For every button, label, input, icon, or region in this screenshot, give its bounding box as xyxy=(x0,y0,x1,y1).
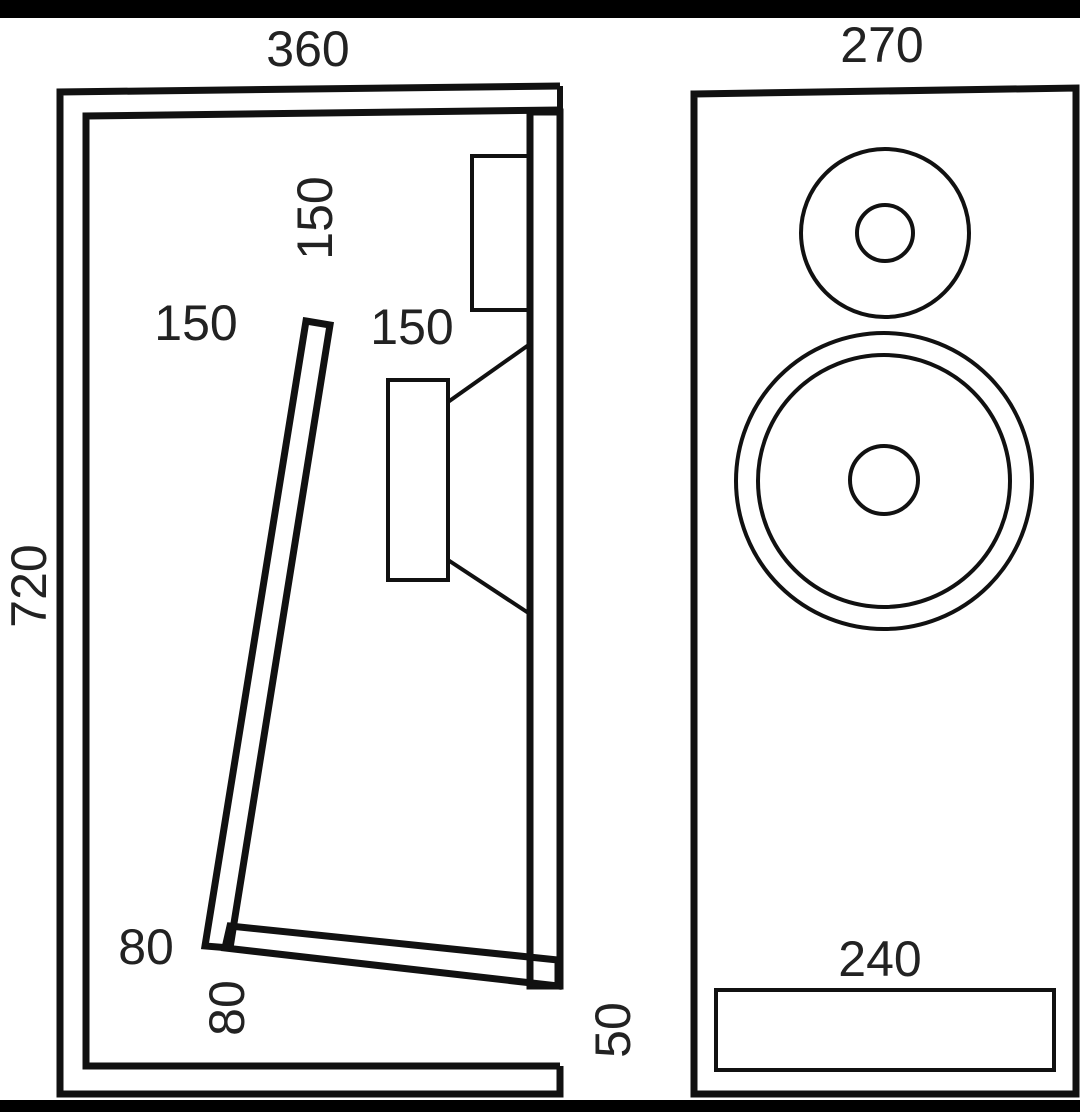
front-width-label: 270 xyxy=(840,17,923,73)
port-width-label: 240 xyxy=(838,931,921,987)
side-inner-wall xyxy=(82,106,561,1070)
woofer-cone xyxy=(756,353,1012,609)
tweeter-box xyxy=(470,154,532,312)
panel-bottom-label: 80 xyxy=(118,919,174,975)
tweeter-outer-ring xyxy=(799,147,971,319)
port-gap-label: 80 xyxy=(199,980,255,1036)
panel-top-label: 150 xyxy=(154,295,237,351)
woofer-label: 150 xyxy=(370,299,453,355)
side-outer-wall xyxy=(56,82,564,1098)
woofer-dust-cap xyxy=(848,444,920,516)
woofer-outer-ring xyxy=(734,331,1034,631)
bottom-border xyxy=(0,1100,1080,1112)
tweeter-height-label: 150 xyxy=(287,176,343,259)
bass-port xyxy=(714,988,1056,1072)
woofer-cone-bottom xyxy=(446,558,532,616)
tweeter-dome xyxy=(855,203,915,263)
woofer-magnet xyxy=(386,378,450,582)
side-view: 360 720 150 150 150 80 80 50 xyxy=(1,21,641,1098)
front-baffle xyxy=(526,108,564,990)
bottom-panel xyxy=(220,922,562,990)
side-width-label: 360 xyxy=(266,21,349,77)
slanted-panel xyxy=(200,316,335,952)
top-border xyxy=(0,0,1080,18)
front-view: 270 240 xyxy=(690,17,1080,1098)
front-cabinet xyxy=(690,84,1080,1098)
woofer-cone-top xyxy=(446,342,532,404)
side-height-label: 720 xyxy=(1,544,57,627)
floor-label: 50 xyxy=(585,1002,641,1058)
